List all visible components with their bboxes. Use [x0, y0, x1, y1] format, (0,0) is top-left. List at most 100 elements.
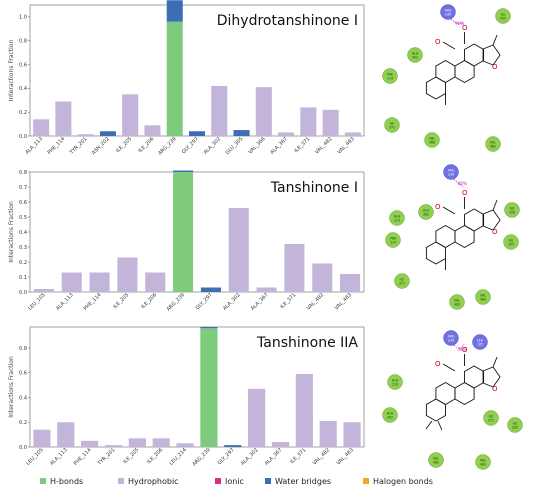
- legend-swatch-h-bonds: [40, 478, 46, 484]
- x-tick-label: ILE_371: [293, 136, 311, 154]
- residue-name: ILE: [509, 239, 514, 243]
- molecule-ring: [425, 398, 446, 422]
- residue-bubble: [384, 117, 400, 133]
- y-tick-label: 0.6: [19, 62, 27, 68]
- residue-number: 482: [480, 298, 486, 302]
- carbonyl-bond: [442, 206, 456, 215]
- bar-val-482-hydrophobic: [312, 263, 333, 292]
- residue-number: 302: [412, 56, 418, 60]
- bar-ala-113-hydrophobic: [33, 119, 50, 136]
- y-axis-label: Interactions Fraction: [8, 40, 15, 102]
- x-tick-label: ALA_302: [222, 292, 242, 312]
- residue-number: 482: [433, 461, 439, 465]
- chart-title: Dihydrotanshinone I: [217, 13, 358, 29]
- bar-gly-297-water-bridges: [188, 131, 206, 136]
- bar-ala-113-hydrophobic: [57, 422, 75, 447]
- y-tick-label: 0.0: [19, 445, 27, 451]
- bar-ile-371-hydrophobic: [295, 374, 313, 447]
- residue-name: PHE: [390, 237, 396, 241]
- residue-bubble: [475, 289, 491, 305]
- bar-val-366-hydrophobic: [255, 87, 272, 136]
- bar-arg-239-h-bonds: [200, 328, 218, 447]
- x-tick-label: ASN_202: [91, 136, 111, 156]
- legend-label: H-bonds: [50, 477, 83, 486]
- residue-bubble: [495, 8, 511, 24]
- x-tick-label: ALA_113: [24, 136, 44, 156]
- residue-name: VAL: [490, 141, 496, 145]
- bar-val-482-hydrophobic: [319, 421, 337, 447]
- oxygen-atom: O: [492, 63, 498, 71]
- residue-name: VAL: [429, 137, 435, 141]
- methyl-bond: [437, 420, 443, 431]
- residue-number: 302: [423, 213, 429, 217]
- residue-bubble: [440, 4, 456, 20]
- residue-number: 239: [448, 339, 454, 343]
- bar-ala-367-hydrophobic: [271, 442, 290, 447]
- residue-name: ILE: [501, 13, 506, 17]
- oxygen-atom: O: [435, 38, 441, 46]
- y-tick-label: 0.8: [19, 346, 27, 352]
- residue-name: ARG: [445, 9, 452, 13]
- bar-tyr-201-hydrophobic: [77, 134, 94, 136]
- y-tick-label: 0.1: [19, 275, 27, 281]
- x-tick-label: ALA_367: [269, 136, 289, 156]
- methyl-bond: [425, 420, 433, 430]
- residue-name: ILE: [489, 415, 494, 419]
- x-tick-label: ARG_239: [157, 136, 177, 156]
- methyl-bond: [492, 356, 498, 368]
- residue-name: ALA: [394, 215, 401, 219]
- residue-bubble: [407, 47, 423, 63]
- x-tick-label: ARG_239: [166, 292, 186, 312]
- x-tick-label: ALA_367: [264, 447, 284, 467]
- residue-number: 302: [387, 416, 393, 420]
- hbond-percent: 96%: [458, 347, 467, 352]
- residue-number: 114: [387, 77, 393, 81]
- residue-number: 371: [399, 282, 405, 286]
- methyl-bond: [492, 34, 498, 46]
- x-tick-label: ILE_206: [146, 447, 164, 465]
- residue-name: ILE: [513, 422, 518, 426]
- bar-leu-214-hydrophobic: [176, 443, 194, 447]
- legend-label: Hydrophobic: [128, 477, 179, 486]
- molecule-ring: [464, 43, 485, 67]
- molecule-ring-5: [482, 209, 501, 231]
- residue-bubble: [449, 294, 465, 310]
- residue-bubble: [475, 454, 491, 470]
- x-tick-label: VAL_483: [336, 447, 355, 466]
- x-tick-label: ILE_205: [112, 292, 130, 310]
- y-tick-label: 0.4: [19, 395, 27, 401]
- residue-number: 371: [488, 419, 494, 423]
- x-tick-label: VAL_482: [314, 136, 333, 155]
- bar-arg-239-water-bridges: [200, 327, 218, 329]
- residue-number: 239: [445, 13, 451, 17]
- oxygen-atom: O: [435, 360, 441, 368]
- residue-number: 105: [477, 343, 483, 347]
- x-tick-label: ALA_302: [240, 447, 260, 467]
- x-tick-label: VAL_482: [306, 292, 325, 311]
- molecule-ring-5: [482, 366, 501, 388]
- x-tick-label: TYR_201: [68, 136, 88, 156]
- y-tick-label: 0.7: [19, 185, 27, 191]
- residue-bubble: [483, 410, 499, 426]
- oxygen-atom: O: [462, 189, 468, 197]
- residue-name: ILE: [400, 278, 405, 282]
- residue-name: LEU: [477, 339, 484, 343]
- hbond-arrow: [450, 18, 465, 24]
- residue-name: ARG: [448, 169, 455, 173]
- y-tick-label: 0.2: [19, 260, 27, 266]
